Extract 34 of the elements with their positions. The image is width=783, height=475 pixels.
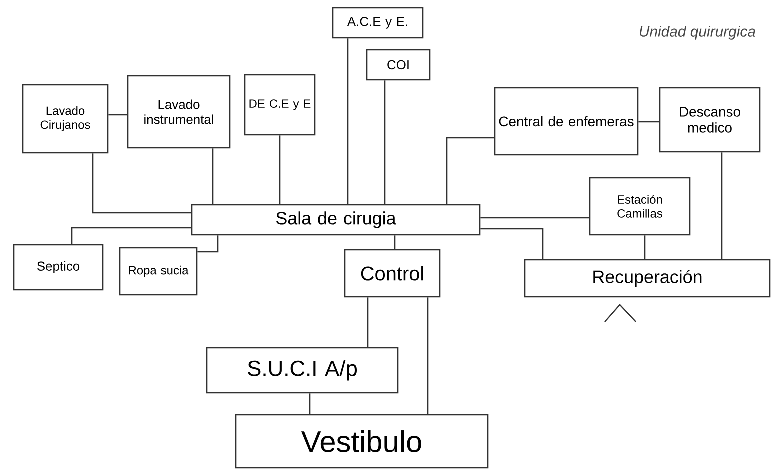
room-box: Recuperación <box>524 259 771 298</box>
connector-line <box>480 228 544 260</box>
room-box: DE C.E y E <box>244 74 316 136</box>
connector-line <box>446 137 494 204</box>
room-box: Sala de cirugia <box>191 204 481 236</box>
connector-line <box>71 227 192 244</box>
room-box: Descanso medico <box>659 87 761 153</box>
connector-line <box>212 148 214 204</box>
connector-line <box>108 114 128 116</box>
connector-line <box>367 298 369 348</box>
connector-line <box>480 217 590 219</box>
connector-line <box>721 152 723 260</box>
connector-line <box>638 121 660 123</box>
room-box: A.C.E y E. <box>332 7 424 39</box>
connector-line <box>384 80 386 204</box>
room-box: Lavado instrumental <box>127 75 231 149</box>
connector-line <box>644 236 646 260</box>
connector-line <box>279 136 281 204</box>
room-box: Septico <box>13 244 104 291</box>
connector-line <box>347 38 349 204</box>
room-box: Control <box>344 249 441 298</box>
room-box: COI <box>366 49 431 81</box>
connector-line <box>92 154 192 214</box>
room-box: Central de enfemeras <box>494 87 639 156</box>
connector-line <box>427 298 429 414</box>
title: Unidad quirurgica <box>640 26 756 40</box>
room-box: S.U.C.I A/p <box>206 347 399 394</box>
connector-line <box>394 236 396 250</box>
connector-line <box>309 394 311 414</box>
room-box: Ropa sucia <box>119 247 198 296</box>
room-box: Lavado Cirujanos <box>22 84 109 154</box>
room-box: Estación Camillas <box>589 177 691 236</box>
connector-line <box>198 236 219 253</box>
room-box: Vestibulo <box>235 414 489 469</box>
